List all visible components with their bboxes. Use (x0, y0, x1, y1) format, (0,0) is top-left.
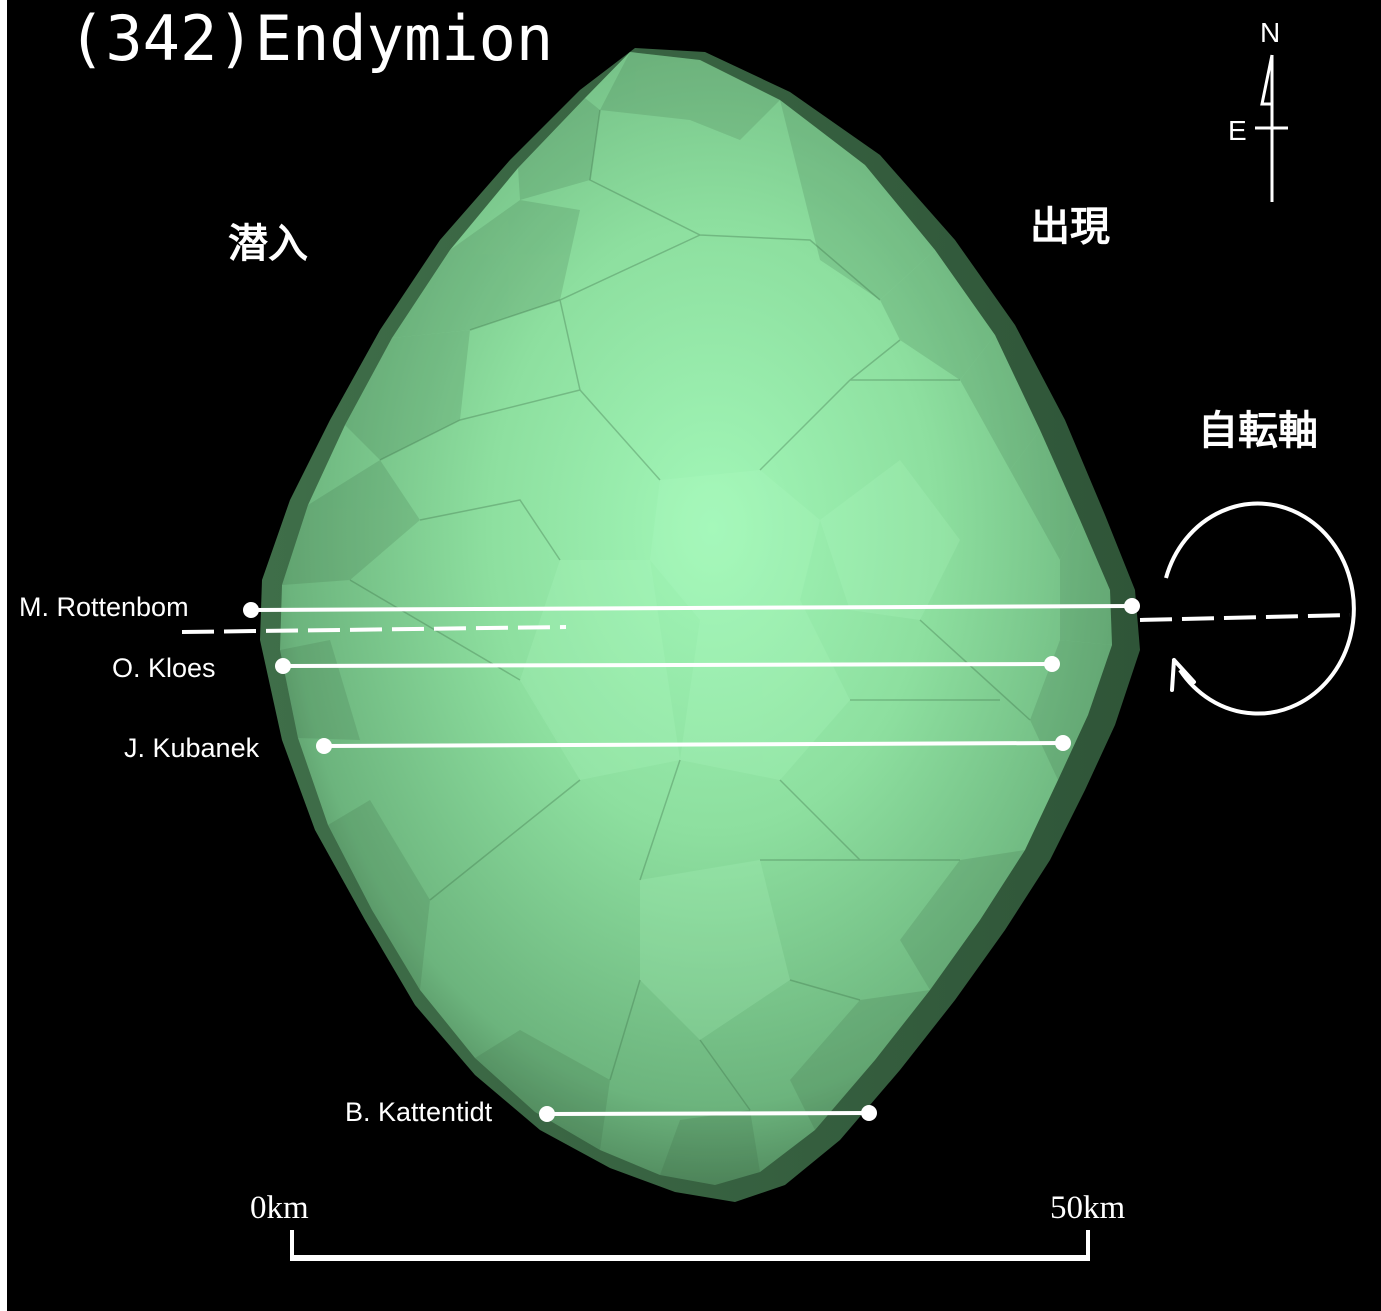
scale-bar: 0km 50km (250, 1190, 1126, 1261)
chord-rottenbom: M. Rottenbom (19, 592, 1140, 622)
observer-label: J. Kubanek (124, 733, 260, 763)
chord-kubanek: J. Kubanek (124, 733, 1071, 763)
asteroid-facets-light (520, 460, 960, 1040)
rotation-axis-dashed-right (1139, 613, 1351, 622)
scale-start-label: 0km (250, 1190, 309, 1226)
chord-line (323, 741, 1064, 748)
disappearance-point (316, 738, 332, 754)
reappearance-point (1044, 656, 1060, 672)
asteroid-facet-edges (349, 109, 1031, 1111)
compass-east-label: E (1228, 115, 1247, 146)
asteroid-body (280, 52, 1112, 1185)
observer-label: B. Kattentidt (345, 1097, 493, 1127)
compass-arrowhead-icon (1260, 54, 1274, 106)
disappearance-point (539, 1106, 555, 1122)
compass-north-label: N (1260, 17, 1280, 48)
observer-label: O. Kloes (112, 653, 216, 683)
chord-kattentidt: B. Kattentidt (345, 1097, 877, 1127)
asteroid-title: (342)Endymion (68, 2, 553, 75)
disappearance-point (275, 658, 291, 674)
chord-group: M. Rottenbom O. Kloes J. Kubanek B. Katt… (19, 592, 1140, 1127)
scale-end-label: 50km (1050, 1190, 1126, 1226)
rotation-arrow-icon (1164, 501, 1356, 716)
chord-line (250, 604, 1133, 612)
rotation-axis-dashed-left (181, 625, 567, 634)
rotation-axis-symbol (1139, 501, 1356, 716)
rotation-axis-label: 自転軸 (1198, 408, 1318, 454)
rotation-arrowhead-icon (1170, 658, 1196, 692)
chord-line (282, 662, 1053, 668)
reappearance-label: 出現 (1030, 204, 1110, 250)
reappearance-point (861, 1105, 877, 1121)
disappearance-point (243, 602, 259, 618)
compass-rose: N E (1228, 17, 1288, 202)
chord-line (546, 1111, 870, 1116)
reappearance-point (1124, 598, 1140, 614)
asteroid-facets (280, 52, 1112, 1185)
asteroid-shape-model (260, 48, 1140, 1202)
disappearance-label: 潜入 (228, 221, 308, 267)
reappearance-point (1055, 735, 1071, 751)
observer-label: M. Rottenbom (19, 592, 189, 622)
chord-kloes: O. Kloes (112, 653, 1060, 683)
